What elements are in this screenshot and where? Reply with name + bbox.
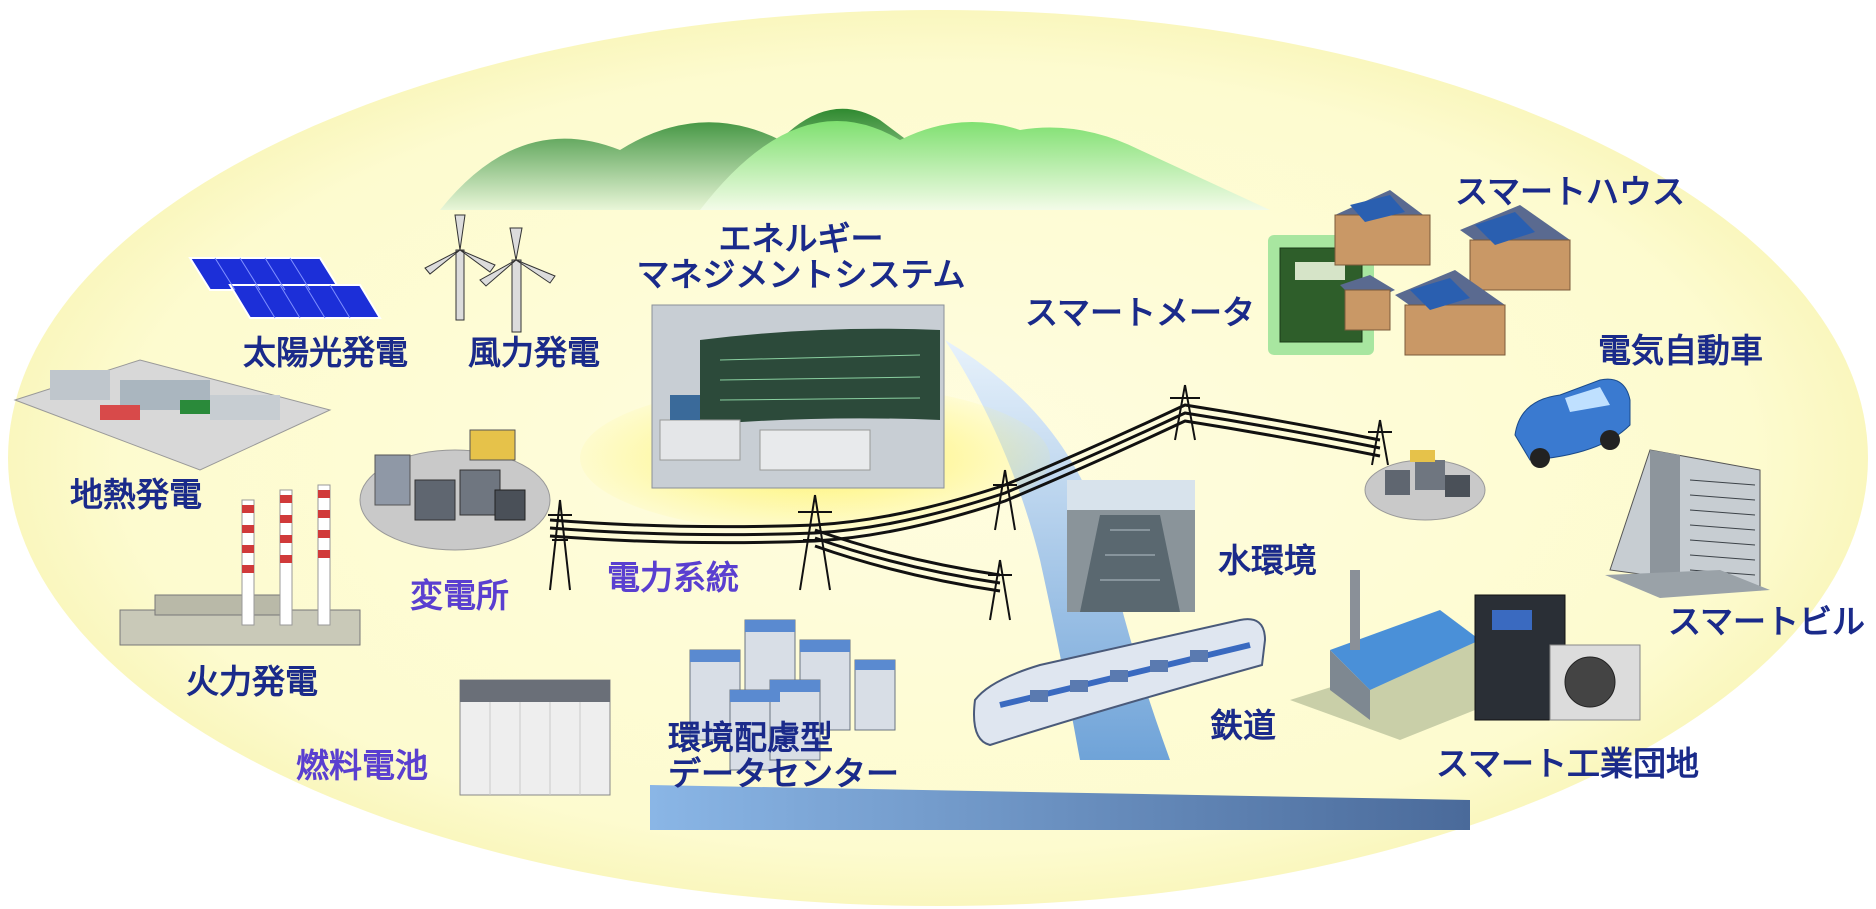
substation-illustration [359, 429, 551, 551]
substation-label: 変電所 [410, 576, 509, 615]
geothermal-plant-illustration [13, 359, 332, 471]
water-treatment-illustration [1067, 480, 1195, 612]
datacenter-label-line1: 環境配慮型 [668, 718, 833, 757]
smart-house-label: スマートハウス [1455, 172, 1686, 211]
solar-panel-illustration [188, 257, 382, 319]
water-environment-label: 水環境 [1218, 541, 1317, 580]
industrial-park-illustration [1290, 570, 1641, 740]
smart-meter-label: スマートメータ [1025, 293, 1256, 332]
railway-label: 鉄道 [1210, 706, 1276, 745]
fuel-cell-illustration [459, 679, 611, 796]
substation-right-illustration [1364, 450, 1486, 521]
pylons [548, 384, 1392, 621]
wind-power-label: 風力発電 [468, 333, 600, 372]
mountains-illustration [440, 108, 1270, 210]
ems-label: エネルギー マネジメントシステム [636, 219, 966, 295]
electric-vehicle-label: 電気自動車 [1598, 331, 1763, 370]
smart-building-label: スマートビル [1668, 602, 1866, 641]
ems-control-room-illustration [651, 304, 945, 489]
electric-vehicle-illustration [1514, 378, 1631, 468]
thermal-plant-illustration [119, 484, 361, 646]
geothermal-power-label: 地熱発電 [70, 475, 202, 514]
ems-label-line1: エネルギー [718, 219, 884, 258]
fuel-cell-label: 燃料電池 [296, 746, 428, 785]
industrial-park-label: スマート工業団地 [1436, 744, 1700, 783]
solar-power-label: 太陽光発電 [243, 333, 408, 372]
ems-label-line2: マネジメントシステム [636, 255, 966, 295]
datacenter-label-line2: データセンター [668, 754, 899, 794]
wind-turbine-illustration [424, 214, 556, 333]
thermal-power-label: 火力発電 [186, 662, 318, 701]
power-grid-label: 電力系統 [607, 558, 739, 597]
smart-houses-illustration [1334, 190, 1571, 356]
train-illustration [973, 618, 1267, 747]
bottom-river-illustration [650, 785, 1470, 830]
datacenter-illustration [689, 619, 896, 771]
datacenter-label: 環境配慮型 データセンター [668, 718, 899, 794]
smart-building-illustration [1605, 449, 1770, 598]
